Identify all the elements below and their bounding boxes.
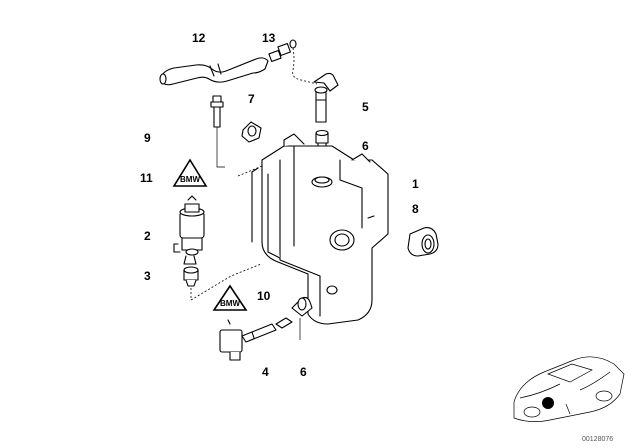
washer-reservoir-part-1[interactable] [251,133,389,325]
callout-8: 8 [412,202,419,216]
level-sensor-part-4[interactable] [219,317,293,361]
vehicle-location-thumbnail [513,356,625,422]
grommet-part-6-bottom[interactable] [291,296,313,317]
callout-5: 5 [362,100,369,114]
warning-symbol-text-2: BMW [220,299,240,308]
callout-11: 11 [140,171,153,185]
warning-symbol-text: BMW [180,175,200,184]
callout-1: 1 [412,177,419,191]
washer-pump-part-2[interactable] [173,195,205,265]
leader-line-3 [190,263,262,301]
bolt-part-9[interactable] [210,95,224,128]
callout-2: 2 [144,229,151,243]
connector-part-13[interactable] [268,39,297,63]
grommet-part-8[interactable] [407,227,439,257]
callout-10: 10 [257,289,271,303]
callout-6-top: 6 [362,139,369,153]
hose-part-12[interactable] [159,57,269,86]
grommet-part-7[interactable] [241,121,262,143]
leader-line-1 [237,165,263,177]
callout-7: 7 [248,92,255,106]
reference-number: 00128076 [582,436,614,443]
callout-9: 9 [144,131,151,145]
callout-4: 4 [262,365,269,379]
callout-3: 3 [144,269,151,283]
leader-line-13 [292,47,318,85]
location-marker-icon [542,397,554,409]
callout-6-bottom: 6 [300,365,307,379]
pipe-part-5[interactable] [313,72,339,123]
warning-triangle-icon-11: BMW [172,158,208,187]
leader-line-9 [216,127,225,168]
callout-12: 12 [192,31,206,45]
callout-13: 13 [262,31,276,45]
grommet-part-6-top[interactable] [315,129,329,149]
warning-triangle-icon-10: BMW [212,284,248,311]
grommet-part-3[interactable] [183,266,199,287]
